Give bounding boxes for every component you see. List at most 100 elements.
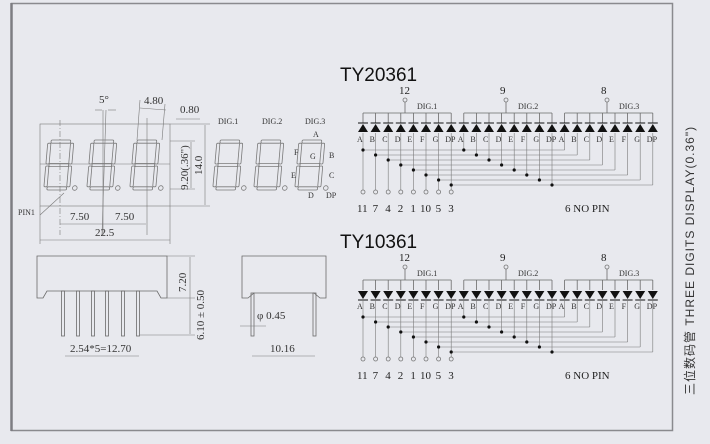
row-spacing-dimension: 10.16 bbox=[270, 343, 295, 355]
width-dimension: 22.5 bbox=[95, 227, 115, 239]
pin1-leader bbox=[39, 192, 65, 216]
angle-dimension: 5° bbox=[99, 94, 109, 106]
segment-pin-number: 1 bbox=[410, 370, 416, 382]
led-diode-icon bbox=[572, 291, 583, 299]
junction-dot bbox=[449, 183, 453, 187]
segment-d bbox=[297, 186, 319, 191]
digit-label: DIG.2 bbox=[518, 102, 538, 111]
segment-label: G bbox=[634, 302, 640, 311]
end-view-pin-right bbox=[312, 292, 317, 337]
led-diode-icon bbox=[610, 124, 620, 132]
segment-c bbox=[109, 165, 116, 188]
junction-dot bbox=[525, 340, 529, 344]
seg-label-a: A bbox=[313, 130, 319, 139]
seven-segment-digit bbox=[129, 139, 164, 191]
segment-pin-terminal bbox=[436, 189, 442, 195]
segment-c bbox=[152, 165, 159, 188]
common-pin-number: 12 bbox=[399, 252, 410, 264]
segment-pin-terminal bbox=[398, 189, 404, 195]
segment-g bbox=[299, 162, 321, 167]
lead-pin bbox=[121, 290, 125, 337]
segment-label: E bbox=[508, 302, 513, 311]
end-view-pin-left bbox=[250, 292, 255, 337]
segment-label: G bbox=[634, 135, 640, 144]
segment-a bbox=[260, 139, 282, 144]
model-title: TY10361 bbox=[340, 232, 417, 253]
junction-dot bbox=[399, 163, 403, 167]
height-dimension: 14.0 bbox=[193, 155, 205, 175]
led-diode-icon bbox=[446, 124, 457, 132]
segment-label: F bbox=[420, 135, 425, 144]
led-diode-icon bbox=[509, 291, 520, 299]
lead-pin bbox=[91, 290, 95, 337]
segment-label: C bbox=[483, 135, 488, 144]
led-diode-icon bbox=[509, 124, 520, 132]
segment-label: C bbox=[584, 135, 589, 144]
lead-pin bbox=[105, 290, 109, 337]
led-diode-icon bbox=[358, 291, 368, 299]
digit-label: DIG.3 bbox=[619, 102, 639, 111]
common-pin-number: 8 bbox=[601, 252, 607, 264]
junction-dot bbox=[487, 158, 491, 162]
led-diode-icon bbox=[471, 124, 482, 132]
segment-pin-number: 5 bbox=[436, 370, 442, 382]
front-view: 5° 4.80 0.80 9.20(.36") 14.0 PIN1 7.50 7… bbox=[18, 94, 210, 244]
digit-label: DIG.3 bbox=[619, 269, 639, 278]
junction-dot bbox=[424, 340, 428, 344]
segment-dp bbox=[158, 185, 164, 191]
segment-pin-number: 4 bbox=[385, 203, 391, 215]
seg-width-line bbox=[139, 107, 167, 111]
segment-label: C bbox=[382, 302, 387, 311]
digit-label: DIG.1 bbox=[417, 269, 437, 278]
led-diode-icon bbox=[421, 291, 431, 299]
led-diode-icon bbox=[534, 291, 545, 299]
front-digits bbox=[43, 139, 164, 191]
segment-c bbox=[235, 165, 242, 188]
junction-dot bbox=[537, 345, 542, 349]
segment-d bbox=[132, 186, 154, 191]
segment-label: C bbox=[382, 135, 387, 144]
common-pin-number: 9 bbox=[500, 252, 506, 264]
pin-diameter-dimension: φ 0.45 bbox=[257, 310, 286, 322]
common-pin-terminal bbox=[503, 97, 509, 103]
seg-width-ext-right bbox=[161, 103, 166, 141]
segment-d bbox=[46, 186, 68, 191]
segment-label: F bbox=[420, 302, 425, 311]
segment-pin-terminal bbox=[385, 189, 391, 195]
led-diode-icon bbox=[521, 291, 532, 299]
segment-f bbox=[131, 142, 138, 165]
segment-label: E bbox=[508, 135, 513, 144]
led-diode-icon bbox=[484, 291, 494, 299]
led-diode-icon bbox=[383, 291, 394, 299]
segment-pin-number: 2 bbox=[398, 203, 404, 215]
seg-label-e: E bbox=[291, 171, 296, 180]
seven-segment-digit bbox=[86, 139, 121, 191]
junction-dot bbox=[374, 320, 378, 324]
segment-pin-number: 1 bbox=[410, 203, 416, 215]
segment-pin-terminal bbox=[423, 189, 429, 195]
junction-dot bbox=[474, 320, 478, 324]
common-pin-terminal bbox=[503, 264, 509, 270]
junction-dot bbox=[462, 148, 466, 152]
junction-dot bbox=[361, 148, 365, 152]
segment-a bbox=[301, 139, 323, 144]
dig2-label: DIG.2 bbox=[262, 117, 282, 126]
led-diode-icon bbox=[446, 291, 457, 299]
segment-b bbox=[319, 142, 326, 165]
segment-label: A bbox=[559, 135, 565, 144]
segment-label: DP bbox=[647, 302, 658, 311]
segment-b bbox=[237, 142, 244, 165]
segment-pin-number: 11 bbox=[357, 203, 368, 215]
segment-label: G bbox=[533, 302, 539, 311]
led-diode-icon bbox=[358, 124, 368, 132]
junction-dot bbox=[512, 168, 516, 172]
lead-pin bbox=[61, 290, 65, 337]
segment-e bbox=[43, 165, 50, 188]
junction-dot bbox=[550, 350, 554, 354]
junction-dot bbox=[411, 335, 415, 339]
common-pin-terminal bbox=[402, 97, 408, 103]
junction-dot bbox=[474, 153, 478, 157]
led-diode-icon bbox=[521, 124, 532, 132]
side-view-body bbox=[36, 255, 168, 299]
